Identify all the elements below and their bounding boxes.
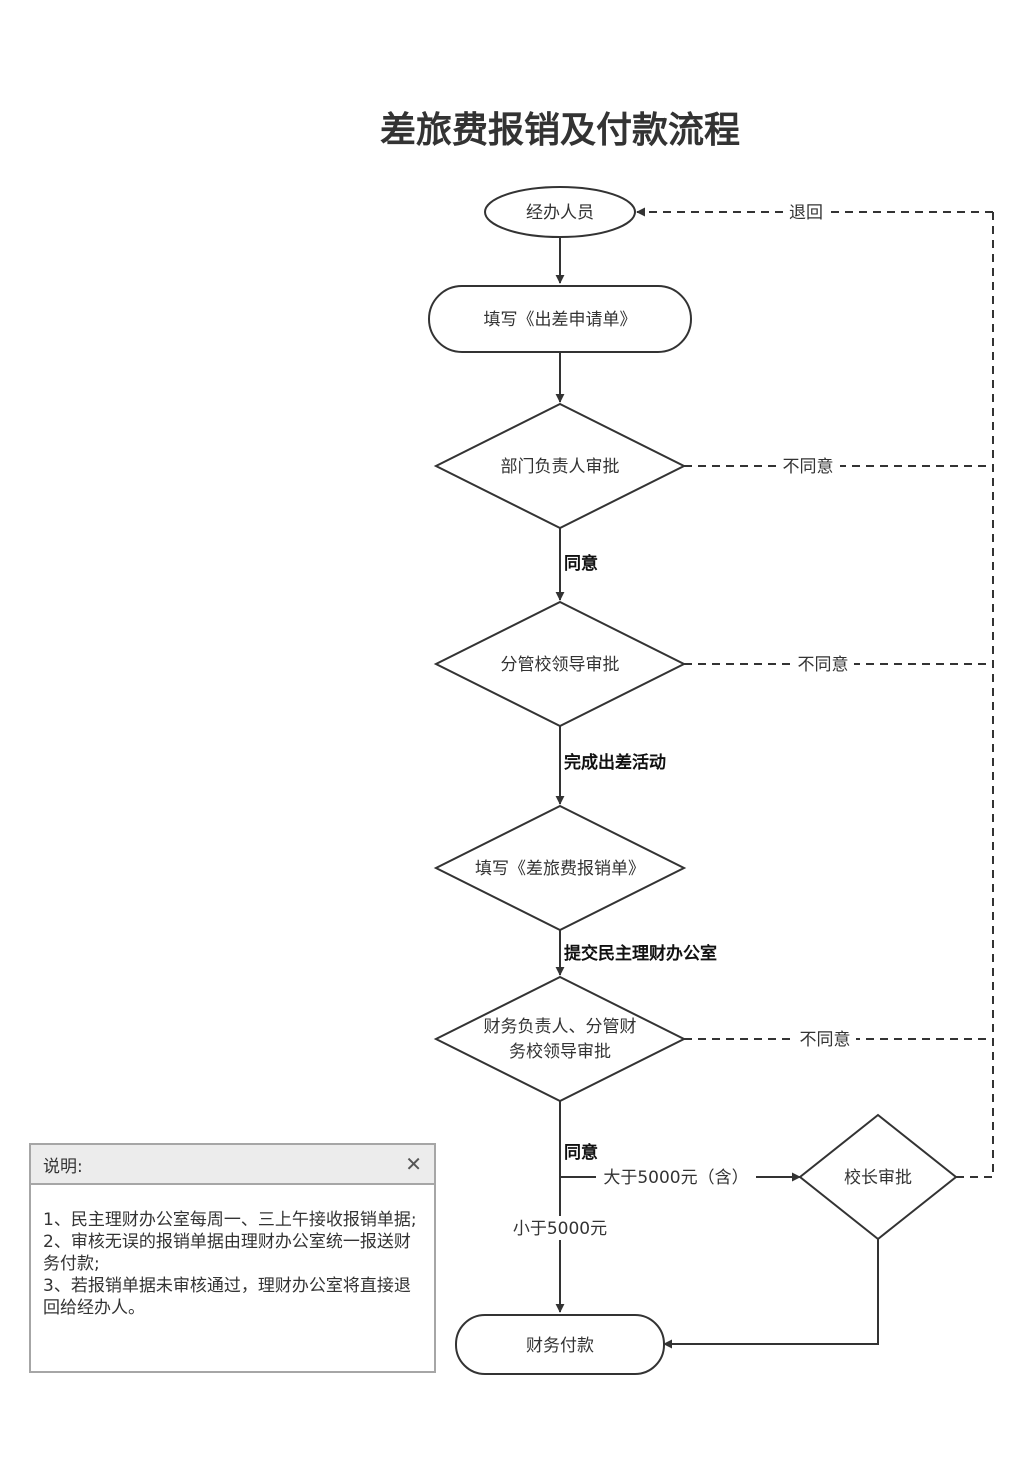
svg-text:填写《差旅费报销单》: 填写《差旅费报销单》 bbox=[475, 859, 645, 879]
label-agree-dept: 同意 bbox=[564, 553, 598, 574]
svg-text:校长审批: 校长审批 bbox=[844, 1168, 912, 1188]
label-agree-finance: 同意 bbox=[564, 1142, 598, 1163]
note-header: 说明: ✕ bbox=[31, 1145, 434, 1185]
label-reject-dept: 不同意 bbox=[783, 457, 834, 477]
label-reject-finance: 不同意 bbox=[800, 1030, 851, 1050]
edge-president-to-payment bbox=[663, 1239, 879, 1349]
node-finance-approval: 财务负责人、分管财 务校领导审批 bbox=[433, 975, 687, 1103]
svg-text:经办人员: 经办人员 bbox=[526, 203, 594, 223]
node-expense-form: 填写《差旅费报销单》 bbox=[433, 804, 687, 932]
diagram-title: 差旅费报销及付款流程 bbox=[380, 110, 740, 151]
note-item: 1、民主理财办公室每周一、三上午接收报销单据; bbox=[43, 1210, 417, 1230]
note-item: 3、若报销单据未审核通过，理财办公室将直接退回给经办人。 bbox=[43, 1276, 411, 1318]
label-submit-office: 提交民主理财办公室 bbox=[564, 943, 717, 964]
label-under-5000: 小于5000元 bbox=[513, 1219, 607, 1239]
svg-text:分管校领导审批: 分管校领导审批 bbox=[501, 655, 620, 675]
node-apply-form: 填写《出差申请单》 bbox=[428, 285, 692, 353]
svg-text:部门负责人审批: 部门负责人审批 bbox=[501, 457, 620, 477]
svg-text:财务付款: 财务付款 bbox=[526, 1336, 594, 1356]
note-body: 1、民主理财办公室每周一、三上午接收报销单据; 2、审核无误的报销单据由理财办公… bbox=[31, 1185, 434, 1319]
label-over-5000: 大于5000元（含） bbox=[603, 1168, 748, 1188]
svg-text:填写《出差申请单》: 填写《出差申请单》 bbox=[484, 310, 637, 330]
svg-text:财务负责人、分管财: 财务负责人、分管财 bbox=[484, 1017, 637, 1037]
note-item: 2、审核无误的报销单据由理财办公室统一报送财务付款; bbox=[43, 1232, 411, 1274]
label-reject-vice: 不同意 bbox=[798, 655, 849, 675]
node-president-approval: 校长审批 bbox=[798, 1113, 958, 1241]
reject-line-president bbox=[956, 212, 994, 1178]
node-payment: 财务付款 bbox=[455, 1314, 665, 1375]
node-vice-leader-approval: 分管校领导审批 bbox=[433, 600, 687, 728]
label-complete-trip: 完成出差活动 bbox=[564, 752, 666, 773]
node-start: 经办人员 bbox=[484, 186, 636, 238]
note-title: 说明: bbox=[43, 1156, 83, 1177]
close-icon[interactable]: ✕ bbox=[405, 1152, 422, 1176]
note-panel: 说明: ✕ 1、民主理财办公室每周一、三上午接收报销单据; 2、审核无误的报销单… bbox=[29, 1143, 436, 1373]
node-dept-head-approval: 部门负责人审批 bbox=[433, 402, 687, 530]
label-return: 退回 bbox=[789, 203, 823, 223]
svg-text:务校领导审批: 务校领导审批 bbox=[509, 1042, 611, 1062]
